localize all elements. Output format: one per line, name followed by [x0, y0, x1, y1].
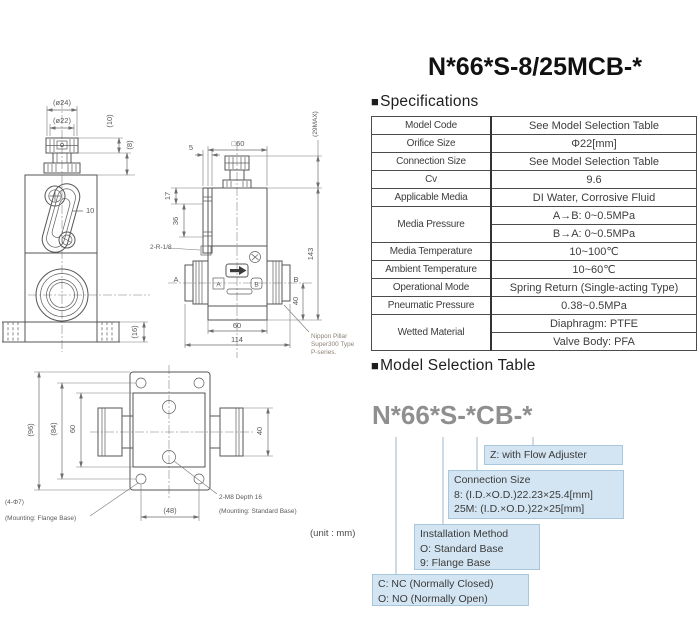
spec-label: Pneumatic Pressure [371, 296, 492, 315]
model-selection-heading-label: Model Selection Table [380, 357, 536, 374]
bottom-view: (96) (84) 60 40 (48) (4-Φ7) (Mounting: F… [5, 365, 297, 522]
spec-label: Applicable Media [371, 188, 492, 207]
spec-value: 0.38~0.5MPa [490, 296, 697, 315]
spec-label: Model Code [371, 116, 492, 135]
flange-note-label: (Mounting: Flange Base) [5, 515, 76, 522]
badge-a: A [216, 282, 221, 289]
dim-40-side: 40 [291, 297, 300, 305]
flange-holes-label: (4-Φ7) [5, 499, 24, 506]
spec-value: 10~60℃ [490, 260, 697, 279]
dim-dia22: (ø22) [53, 116, 71, 125]
specifications-heading: ■Specifications [371, 93, 479, 111]
m8-note-label: (Mounting: Standard Base) [219, 508, 297, 515]
spec-label: Orifice Size [371, 134, 492, 153]
spec-label: Connection Size [371, 152, 492, 171]
right-panel: N*66*S-8/25MCB-* ■Specifications Model C… [371, 0, 699, 630]
dim-h8: (8) [125, 140, 134, 150]
spec-value: Valve Body: PFA [490, 332, 697, 351]
model-code-pattern: N*66*S-*CB-* [372, 400, 533, 430]
brand-line3: P-series. [311, 349, 336, 356]
badge-b: B [254, 282, 258, 289]
spec-value: Φ22[mm] [490, 134, 697, 153]
dim-48: (48) [163, 506, 177, 515]
installation-method-title: Installation Method [420, 528, 509, 540]
dim-60-bottom: 60 [68, 425, 77, 433]
dim-40-bottom: 40 [255, 427, 264, 435]
flow-adjuster-option: Z: with Flow Adjuster [490, 449, 587, 461]
installation-method-option: O: Standard Base [420, 542, 504, 555]
connection-size-option: 8: (I.D.×O.D.)22.23×25.4[mm] [454, 488, 593, 501]
dim-5: 5 [189, 143, 193, 152]
page-title: N*66*S-8/25MCB-* [428, 53, 642, 81]
spec-label: Media Pressure [371, 206, 492, 243]
spec-value: B→A: 0~0.5MPa [490, 224, 697, 243]
dim-60-side: 60 [233, 321, 241, 330]
valve-mode-option: C: NC (Normally Closed) [378, 578, 494, 590]
connection-size-title: Connection Size [454, 474, 531, 486]
front-view: 10 (ø24) (ø22) (10) (8) (16) [2, 98, 150, 352]
connection-size-option: 25M: (I.D.×O.D.)22×25[mm] [454, 503, 585, 515]
brand-line1: Nippon Pillar [311, 333, 348, 340]
dim-36: 36 [171, 217, 180, 225]
dim-17: 17 [163, 192, 172, 200]
side-view: A B A B 5 □60 (29MAX) 143 17 36 2-R-1/8 … [150, 111, 355, 358]
dim-base16: (16) [130, 325, 139, 339]
dim-29max: (29MAX) [312, 111, 319, 137]
spec-value: Diaphragm: PTFE [490, 314, 697, 333]
model-selection-diagram: N*66*S-*CB-* Z: with Flow Adjuster Conne… [370, 395, 700, 620]
spec-label: Media Temperature [371, 242, 492, 261]
section-marker-icon: ■ [371, 94, 380, 109]
spec-label: Operational Mode [371, 278, 492, 297]
spec-label: Wetted Material [371, 314, 492, 351]
brand-line2: Super300 Type [311, 341, 355, 348]
section-marker-icon: ■ [371, 358, 380, 373]
dim-h10: (10) [105, 114, 114, 128]
port-thread-label: 2-R-1/8 [150, 244, 172, 251]
spec-value: DI Water, Corrosive Fluid [490, 188, 697, 207]
m8-label: 2-M8 Depth 16 [219, 494, 262, 501]
flow-adjuster-box: Z: with Flow Adjuster [484, 445, 623, 465]
spec-value: See Model Selection Table [490, 116, 697, 135]
installation-method-box: Installation Method O: Standard Base 9: … [414, 524, 540, 570]
unit-note: (unit : mm) [310, 528, 355, 539]
dim-sq60: □60 [232, 139, 245, 148]
port-a-label: A [173, 275, 178, 284]
port-b-label: B [293, 275, 298, 284]
valve-mode-option: O: NO (Normally Open) [378, 592, 488, 605]
spec-value: See Model Selection Table [490, 152, 697, 171]
spec-label: Cv [371, 170, 492, 189]
table-row: Valve Body: PFA [372, 332, 697, 351]
spec-value: 9.6 [490, 170, 697, 189]
dim-114: 114 [231, 335, 243, 344]
spec-label: Ambient Temperature [371, 260, 492, 279]
installation-method-option: 9: Flange Base [420, 557, 491, 569]
valve-mode-box: C: NC (Normally Closed) O: NO (Normally … [372, 574, 529, 606]
dim-143: 143 [306, 248, 315, 261]
spec-value: 10~100℃ [490, 242, 697, 261]
model-code-connector-lines [395, 437, 534, 575]
technical-drawing: 10 (ø24) (ø22) (10) (8) (16) [2, 98, 355, 539]
spec-value: A→B: 0~0.5MPa [490, 206, 697, 225]
dim-dia24: (ø24) [53, 98, 71, 107]
connection-size-box: Connection Size 8: (I.D.×O.D.)22.23×25.4… [448, 470, 624, 519]
model-selection-heading: ■Model Selection Table [371, 357, 536, 375]
dim-96: (96) [26, 423, 35, 437]
specifications-heading-label: Specifications [380, 93, 479, 110]
spec-value: Spring Return (Single-acting Type) [490, 278, 697, 297]
dim-lever: 10 [86, 206, 94, 215]
dim-84: (84) [49, 422, 58, 436]
